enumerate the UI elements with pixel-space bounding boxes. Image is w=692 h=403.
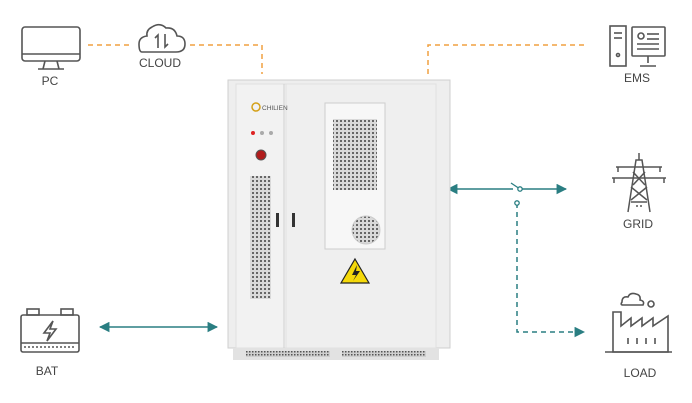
door-handle-right (292, 213, 295, 227)
communication-lines (88, 44, 588, 74)
cloud-cabinet-line (190, 44, 263, 74)
brand-logo-text: CHILIEN (262, 105, 288, 112)
load-label: LOAD (623, 366, 657, 380)
cloud-label: CLOUD (138, 56, 181, 70)
door-handle-left (276, 213, 279, 227)
air-conditioner-unit (324, 102, 386, 250)
factory-icon (605, 292, 672, 353)
brand-logo: CHILIEN (251, 102, 288, 112)
ems-computer-icon (609, 25, 666, 67)
transmission-tower-icon (612, 153, 666, 213)
ems-label: EMS (623, 71, 650, 85)
load-link-arrow (516, 203, 586, 338)
battery-icon (20, 308, 80, 353)
left-vent-grille (250, 176, 271, 299)
high-voltage-warning-icon (339, 257, 371, 284)
cloud-sync-icon (138, 23, 186, 53)
bat-label: BAT (35, 364, 59, 378)
energy-storage-cabinet: CHILIEN (227, 79, 451, 360)
cabinet-ems-line (427, 44, 588, 74)
grid-switch (510, 182, 523, 206)
indicator-lights (251, 131, 273, 135)
monitor-icon (21, 26, 81, 70)
emergency-stop-button (255, 149, 267, 161)
power-lines (98, 183, 586, 338)
pc-label: PC (41, 74, 59, 88)
grid-label: GRID (623, 217, 653, 231)
